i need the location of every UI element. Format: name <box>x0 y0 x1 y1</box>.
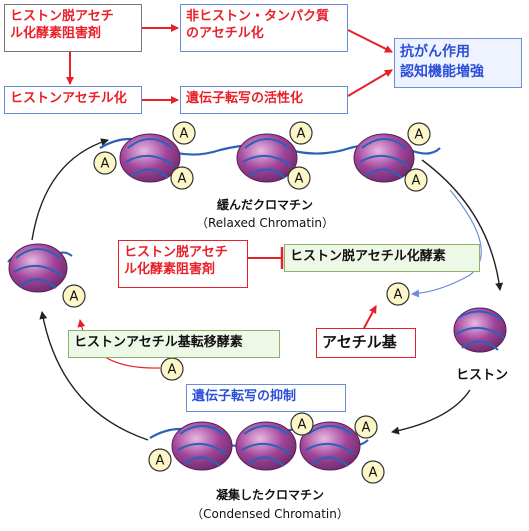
svg-text:A: A <box>70 290 79 305</box>
box-anticancer: 抗がん作用 認知機能増強 <box>394 38 522 88</box>
svg-text:A: A <box>101 157 110 172</box>
relaxed-nucleosome-3 <box>353 133 415 183</box>
cycle-arrow-left-up <box>31 138 109 241</box>
box-non-histone-acetylation: 非ヒストン・タンパク質 のアセチル化 <box>180 4 348 52</box>
svg-text:A: A <box>295 172 304 187</box>
cycle-arrow-bottom-left <box>39 311 149 441</box>
arrow-nonhistone-to-anticancer <box>347 29 393 53</box>
condensed-nucleosome-3 <box>299 421 361 471</box>
acetyl-a-left-nucleosome: A <box>62 284 86 308</box>
label-histone: ヒストン <box>455 368 508 383</box>
svg-text:A: A <box>178 172 187 187</box>
relaxed-nucleosome-1 <box>119 133 181 183</box>
acetyl-a-free: A <box>386 282 410 306</box>
svg-text:A: A <box>156 454 165 469</box>
acetyl-a-relaxed-left: A <box>93 151 117 175</box>
histone-nucleosome <box>453 307 507 353</box>
svg-text:A: A <box>180 127 189 142</box>
acetyl-a-condensed-right-top: A <box>354 415 378 439</box>
left-nucleosome <box>7 243 73 293</box>
svg-text:A: A <box>362 421 371 436</box>
svg-text:A: A <box>412 174 421 189</box>
svg-text:A: A <box>168 363 177 378</box>
box-hdac-inhibitor-mid: ヒストン脱アセチ ル化酵素阻害剤 <box>118 240 248 288</box>
svg-text:A: A <box>297 127 306 142</box>
condensed-nucleosome-2 <box>235 421 297 471</box>
svg-text:A: A <box>415 128 424 143</box>
box-hat: ヒストンアセチル基転移酵素 <box>68 330 280 358</box>
box-gene-activation: 遺伝子転写の活性化 <box>180 86 348 114</box>
box-hdac-inhibitor-top: ヒストン脱アセチ ル化酵素阻害剤 <box>4 4 142 52</box>
acetyl-a-hat: A <box>160 357 184 381</box>
acetyl-a-relaxed-1-top: A <box>172 121 196 145</box>
acetyl-a-relaxed-1-bottom: A <box>170 166 194 190</box>
label-condensed-chromatin-en: （Condensed Chromatin） <box>191 507 349 521</box>
label-relaxed-chromatin-en: （Relaxed Chromatin） <box>195 216 335 230</box>
acetyl-a-relaxed-3-bottom: A <box>404 168 428 192</box>
cycle-arrow-bottom-right <box>391 389 471 435</box>
box-hdac: ヒストン脱アセチル化酵素 <box>284 244 480 272</box>
acetyl-a-condensed-top: A <box>290 412 314 436</box>
acetyl-a-condensed-right-bottom: A <box>361 460 385 484</box>
label-condensed-chromatin: 凝集したクロマチン <box>215 488 324 502</box>
acetyl-a-condensed-left: A <box>148 448 172 472</box>
relaxed-nucleosome-2 <box>236 133 298 183</box>
acetyl-a-relaxed-2-bottom: A <box>287 166 311 190</box>
box-histone-acetylation: ヒストンアセチル化 <box>4 86 142 114</box>
cycle-arrow-right-down <box>421 159 504 291</box>
arrow-activation-to-anticancer <box>347 69 393 97</box>
acetyl-a-relaxed-2-top: A <box>289 121 313 145</box>
svg-text:A: A <box>394 288 403 303</box>
blue-arrow-deacetylation <box>411 189 482 298</box>
arrow-acetyl-group <box>363 305 377 329</box>
box-acetyl-group: アセチル基 <box>316 328 416 358</box>
svg-text:A: A <box>298 418 307 433</box>
label-relaxed-chromatin: 緩んだクロマチン <box>216 198 313 212</box>
svg-text:A: A <box>369 466 378 481</box>
condensed-nucleosome-1 <box>171 421 233 471</box>
box-gene-repression: 遺伝子転写の抑制 <box>186 384 346 412</box>
acetyl-a-relaxed-3-top: A <box>407 122 431 146</box>
